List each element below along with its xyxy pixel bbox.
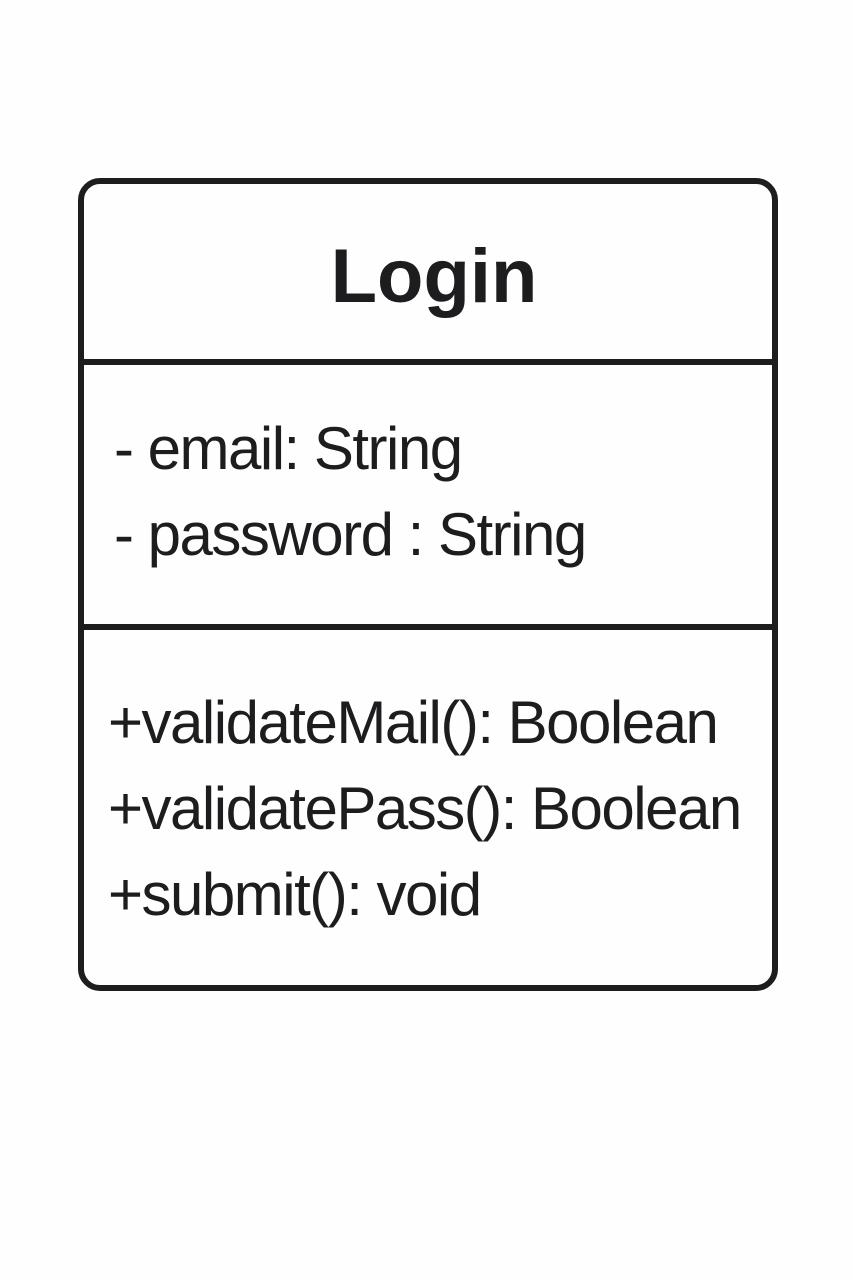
uml-class-box: Login - email: String - password : Strin… [78,178,778,991]
method-submit: +submit(): void [108,861,482,928]
methods-compartment: +validateMail(): Boolean +validatePass()… [108,680,742,938]
attribute-password: - password : String [114,501,587,568]
class-name: Login [330,233,538,319]
compartment-divider [84,359,772,365]
attributes-compartment: - email: String - password : String [114,406,587,578]
compartment-divider [84,624,772,630]
method-validate-mail: +validateMail(): Boolean [108,689,719,756]
attribute-email: - email: String [114,415,463,482]
method-validate-pass: +validatePass(): Boolean [108,775,742,842]
class-name-compartment: Login [84,184,772,359]
